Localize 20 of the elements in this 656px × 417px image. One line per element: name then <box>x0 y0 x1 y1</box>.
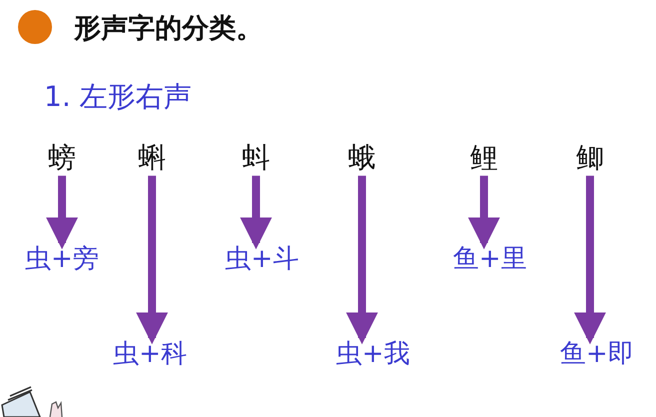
character-decomposition: 虫+斗 <box>225 245 299 274</box>
arrow <box>346 176 378 344</box>
character-decomposition: 虫+旁 <box>25 245 99 274</box>
section-heading: 1. 左形右声 <box>44 79 192 115</box>
character-decomposition: 虫+科 <box>113 340 187 369</box>
character: 鲫 <box>576 143 604 174</box>
character: 螃 <box>48 143 76 174</box>
character: 蛾 <box>348 143 376 174</box>
arrow <box>574 176 606 344</box>
arrow <box>240 176 272 250</box>
arrow <box>136 176 168 344</box>
title: 形声字的分类。 <box>74 12 263 46</box>
character: 蝌 <box>138 143 166 174</box>
character: 鲤 <box>470 143 498 174</box>
arrow <box>46 176 78 250</box>
character-decomposition: 鱼+里 <box>453 245 527 274</box>
character-decomposition: 虫+我 <box>336 340 410 369</box>
arrow <box>468 176 500 250</box>
character: 蚪 <box>242 143 270 174</box>
character-decomposition: 鱼+即 <box>560 340 634 369</box>
